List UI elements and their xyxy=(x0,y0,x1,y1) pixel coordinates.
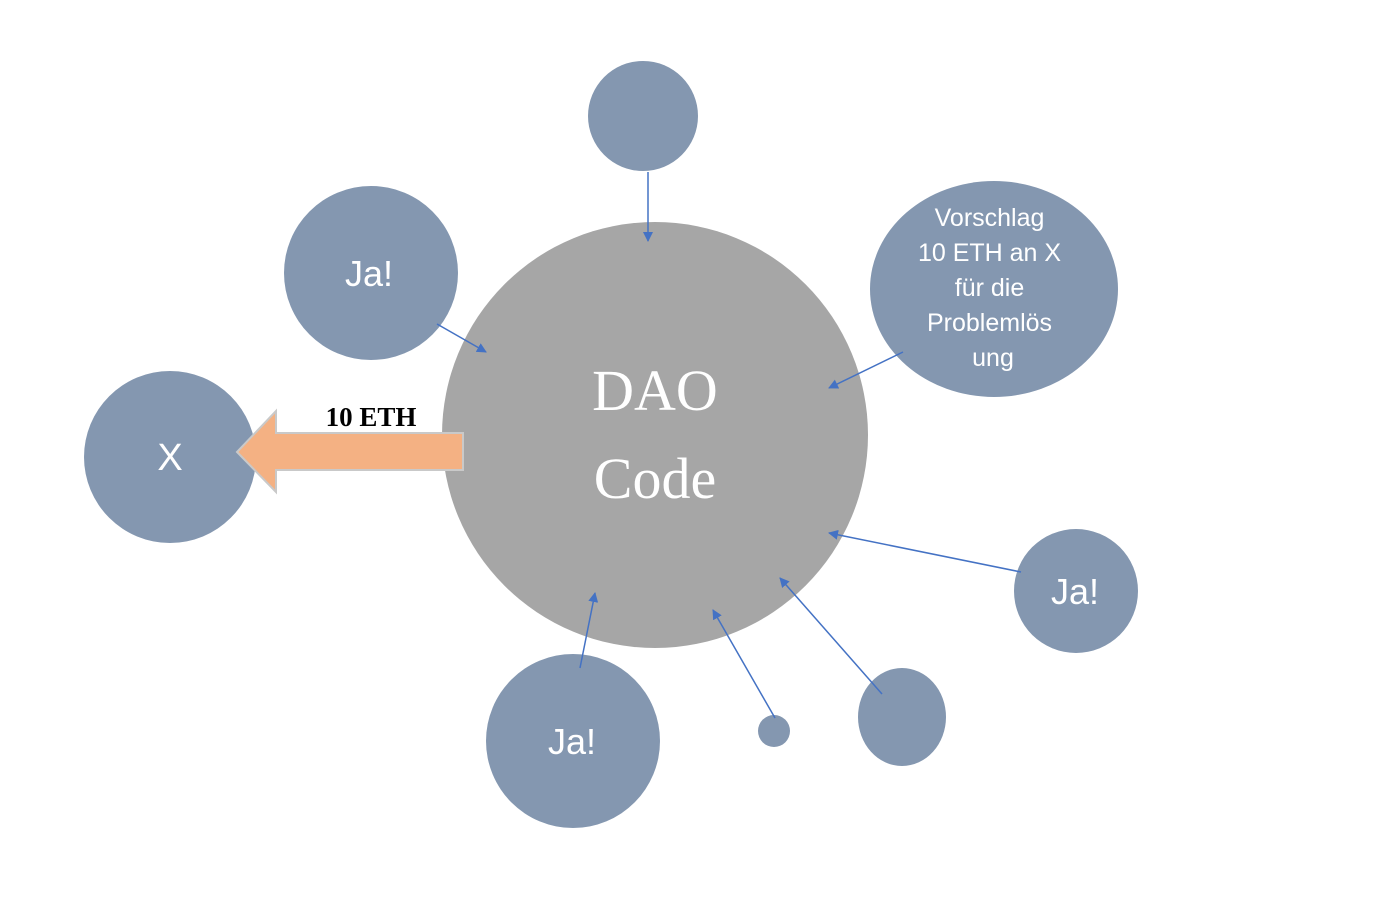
proposal-line-1: Vorschlag xyxy=(935,204,1045,232)
member-node-small xyxy=(758,715,790,747)
transfer-label: 10 ETH xyxy=(326,402,417,432)
transfer-arrow xyxy=(235,408,464,495)
recipient-node xyxy=(84,371,256,543)
vote-label-bottom: Ja! xyxy=(548,721,596,762)
connector-arrow-bottom xyxy=(579,592,599,669)
vote-label-upper-left: Ja! xyxy=(345,253,393,294)
proposal-node xyxy=(870,181,1118,397)
proposal-line-5: ung xyxy=(972,344,1014,372)
dao-label-line1: DAO xyxy=(592,358,718,423)
connector-arrow-bottom-right xyxy=(779,577,883,695)
proposal-line-4: Problemlös xyxy=(927,309,1052,337)
member-node-right xyxy=(1014,529,1138,653)
vote-label-right: Ja! xyxy=(1051,571,1099,612)
proposal-line-2: 10 ETH an X xyxy=(918,239,1061,267)
dao-code-circle xyxy=(442,222,868,648)
connector-arrow-small xyxy=(712,609,776,719)
dao-label-line2: Code xyxy=(594,446,716,511)
connector-arrow-upper-left xyxy=(436,323,487,353)
recipient-label: X xyxy=(157,437,182,479)
proposal-text: Vorschlag 10 ETH an X für die Problemlös… xyxy=(918,204,1068,372)
member-node-upper-left xyxy=(284,186,458,360)
member-node-bottom xyxy=(486,654,660,828)
connector-arrow-proposal xyxy=(828,351,904,389)
connector-arrow-right xyxy=(828,529,1022,573)
proposal-line-3: für die xyxy=(955,274,1024,302)
member-node-top xyxy=(588,61,698,171)
